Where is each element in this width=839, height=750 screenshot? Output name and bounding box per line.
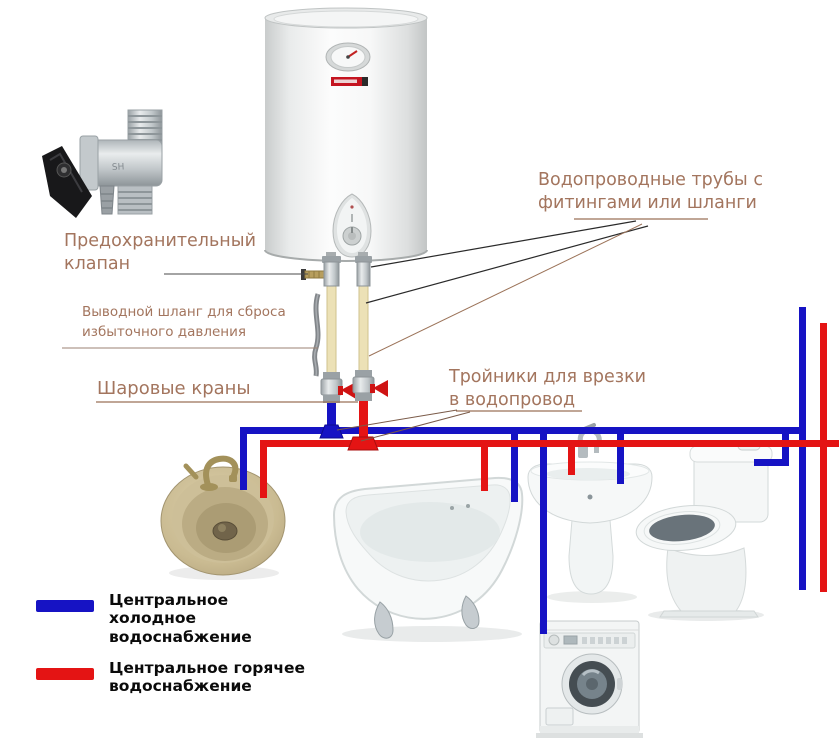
hot-water-swatch — [36, 667, 94, 680]
thermometer-gauge — [325, 42, 371, 72]
label-ball-valves: Шаровые краны — [97, 378, 251, 399]
safety-valve-photo: SH — [42, 109, 163, 218]
label-relief-hose: Выводной шланг для сброса избыточного да… — [82, 304, 286, 340]
control-panel — [332, 193, 372, 258]
hot-outlet-fitting — [355, 256, 372, 287]
legend-cold-label: Центральное холодное водоснабжение — [109, 591, 252, 646]
tee-fitting-hot — [347, 436, 379, 451]
bathtub — [332, 476, 524, 642]
toilet — [635, 440, 773, 621]
brand-logo — [331, 77, 368, 86]
callout-lines — [62, 218, 708, 442]
washer-door — [561, 653, 623, 715]
hot-water-pipes — [260, 323, 839, 592]
relief-drain-hose — [312, 293, 321, 377]
legend: Центральное холодное водоснабжение Центр… — [36, 591, 314, 708]
label-safety-valve: Предохранительный клапан — [64, 231, 256, 275]
ball-valve-hot — [352, 370, 388, 401]
valve-brand-marking: SH — [112, 162, 125, 173]
legend-item-hot: Центральное горячее водоснабжение — [36, 659, 314, 696]
flex-hose-hot — [358, 283, 369, 375]
cold-water-pipes — [240, 307, 806, 634]
tee-fitting-cold — [319, 424, 344, 439]
cold-water-swatch — [36, 600, 94, 612]
flex-hose-cold — [326, 283, 337, 377]
water-heater — [264, 7, 428, 262]
ball-valve-cold — [320, 372, 356, 403]
washing-machine — [536, 620, 643, 738]
legend-hot-label: Центральное горячее водоснабжение — [109, 658, 306, 696]
sink-faucet — [183, 455, 239, 491]
heater-connection-hardware — [301, 256, 388, 451]
label-tees: Тройники для врезки в водопровод — [449, 367, 647, 411]
legend-item-cold: Центральное холодное водоснабжение — [36, 591, 314, 646]
label-supply-pipes: Водопроводные трубы с фитингами или шлан… — [538, 170, 763, 214]
kitchen-sink — [160, 455, 286, 580]
